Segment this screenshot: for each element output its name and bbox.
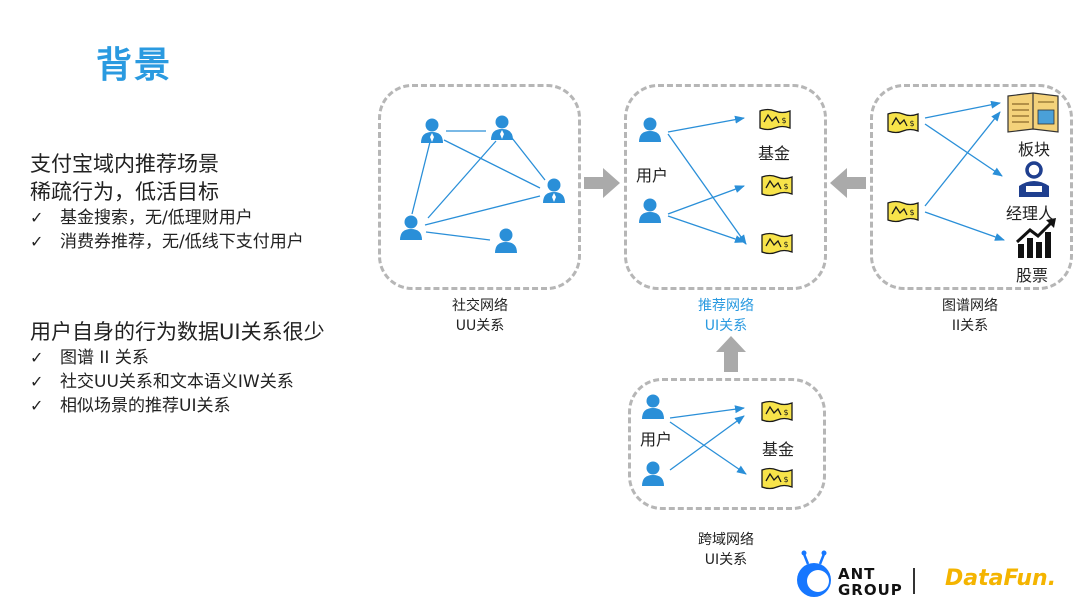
data-item-text: 图谱 II 关系	[60, 348, 149, 368]
money-bill-icon	[761, 400, 793, 423]
user-icon	[642, 461, 664, 486]
manager-label: 经理人	[1006, 204, 1055, 223]
graph-network-box	[870, 84, 1073, 290]
page-title: 背景	[96, 45, 173, 86]
ant-logo-line: GROUP	[838, 581, 903, 599]
scenario-item: ✓ 基金搜索，无/低理财用户	[30, 206, 304, 230]
caption-line: II关系	[951, 318, 989, 334]
money-bill-icon	[759, 108, 791, 131]
cross-network-caption: 跨域网络 UI关系	[676, 530, 776, 570]
ant-group-logo-text: ANT GROUP	[838, 566, 903, 598]
cross-fund-label: 基金	[762, 440, 795, 459]
logo-divider	[913, 568, 915, 594]
social-edge	[411, 141, 431, 215]
check-icon: ✓	[30, 208, 44, 227]
scenario-section: 支付宝域内推荐场景 稀疏行为，低活目标 ✓ 基金搜索，无/低理财用户 ✓ 消费券…	[30, 150, 304, 254]
arrow-up	[716, 336, 746, 372]
data-section: 用户自身的行为数据UI关系很少 ✓ 图谱 II 关系 ✓ 社交UU关系和文本语义…	[30, 318, 325, 418]
graph-edge	[924, 211, 1005, 241]
caption-line: UI关系	[704, 318, 748, 334]
sector-label: 板块	[1018, 140, 1051, 159]
user-icon	[639, 117, 661, 142]
recommend-fund-label: 基金	[758, 144, 791, 163]
user-icon	[495, 228, 517, 253]
arrow-right	[584, 168, 620, 198]
social-network-box	[378, 84, 581, 290]
social-edge	[424, 195, 541, 226]
recommend-edge	[667, 185, 745, 215]
scenario-item-text: 消费券推荐，无/低线下支付用户	[60, 232, 304, 252]
caption-line: UI关系	[704, 552, 748, 568]
user-icon	[400, 215, 422, 240]
data-item-text: 相似场景的推荐UI关系	[60, 396, 231, 416]
caption-line: 推荐网络	[698, 298, 754, 314]
data-item: ✓ 图谱 II 关系	[30, 346, 325, 370]
scenario-item-text: 基金搜索，无/低理财用户	[60, 208, 253, 228]
scenario-item: ✓ 消费券推荐，无/低线下支付用户	[30, 230, 304, 254]
recommend-edge	[667, 133, 747, 245]
caption-line: 社交网络	[452, 298, 508, 314]
check-icon: ✓	[30, 348, 44, 367]
cross-network-box	[628, 378, 826, 510]
stock-label: 股票	[1016, 266, 1049, 285]
graph-edge	[924, 100, 1001, 119]
user-icon	[491, 115, 513, 140]
recommend-edge	[667, 115, 745, 133]
data-item: ✓ 社交UU关系和文本语义IW关系	[30, 370, 325, 394]
caption-line: 图谱网络	[942, 298, 998, 314]
money-bill-icon	[761, 232, 793, 255]
graph-network-caption: 图谱网络 II关系	[920, 296, 1020, 336]
social-edge	[443, 139, 541, 189]
recommend-network-caption: 推荐网络 UI关系	[676, 296, 776, 336]
recommend-user-label: 用户	[636, 166, 669, 185]
social-edges	[411, 130, 546, 241]
user-icon	[639, 198, 661, 223]
data-heading: 用户自身的行为数据UI关系很少	[30, 320, 325, 344]
scenario-heading-1: 支付宝域内推荐场景	[30, 152, 219, 176]
recommend-edges	[667, 115, 747, 245]
user-icon	[421, 118, 443, 143]
stock-chart-icon	[1015, 218, 1056, 258]
recommend-edge	[667, 215, 745, 243]
data-item: ✓ 相似场景的推荐UI关系	[30, 394, 325, 418]
user-icon	[642, 394, 664, 419]
money-bill-icon	[887, 111, 919, 134]
datafun-logo: DataFun.	[945, 566, 1057, 591]
cross-edge	[669, 415, 745, 471]
book-panel-icon	[1007, 92, 1059, 133]
caption-line: UU关系	[455, 318, 505, 334]
graph-edges	[924, 100, 1005, 241]
money-bill-icon	[761, 174, 793, 197]
cross-edge	[669, 405, 745, 419]
money-bill-icon	[761, 467, 793, 490]
check-icon: ✓	[30, 396, 44, 415]
caption-line: 跨域网络	[698, 532, 754, 548]
manager-icon	[1019, 161, 1049, 197]
arrow-left	[830, 168, 866, 198]
cross-user-label: 用户	[640, 430, 673, 449]
social-edge	[427, 140, 497, 219]
ant-logo-line: ANT	[838, 565, 876, 583]
social-edge	[511, 137, 546, 181]
social-edge	[425, 231, 491, 241]
social-network-caption: 社交网络 UU关系	[430, 296, 530, 336]
cross-edges	[669, 405, 747, 475]
recommend-network-box	[624, 84, 827, 290]
check-icon: ✓	[30, 372, 44, 391]
check-icon: ✓	[30, 232, 44, 251]
graph-edge	[924, 111, 1001, 207]
scenario-heading-2: 稀疏行为，低活目标	[30, 180, 219, 204]
money-bill-icon	[887, 200, 919, 223]
data-item-text: 社交UU关系和文本语义IW关系	[60, 372, 294, 392]
cross-edge	[669, 421, 747, 475]
ant-logo-icon	[797, 550, 831, 597]
graph-edge	[924, 123, 1003, 177]
user-icon	[543, 178, 565, 203]
